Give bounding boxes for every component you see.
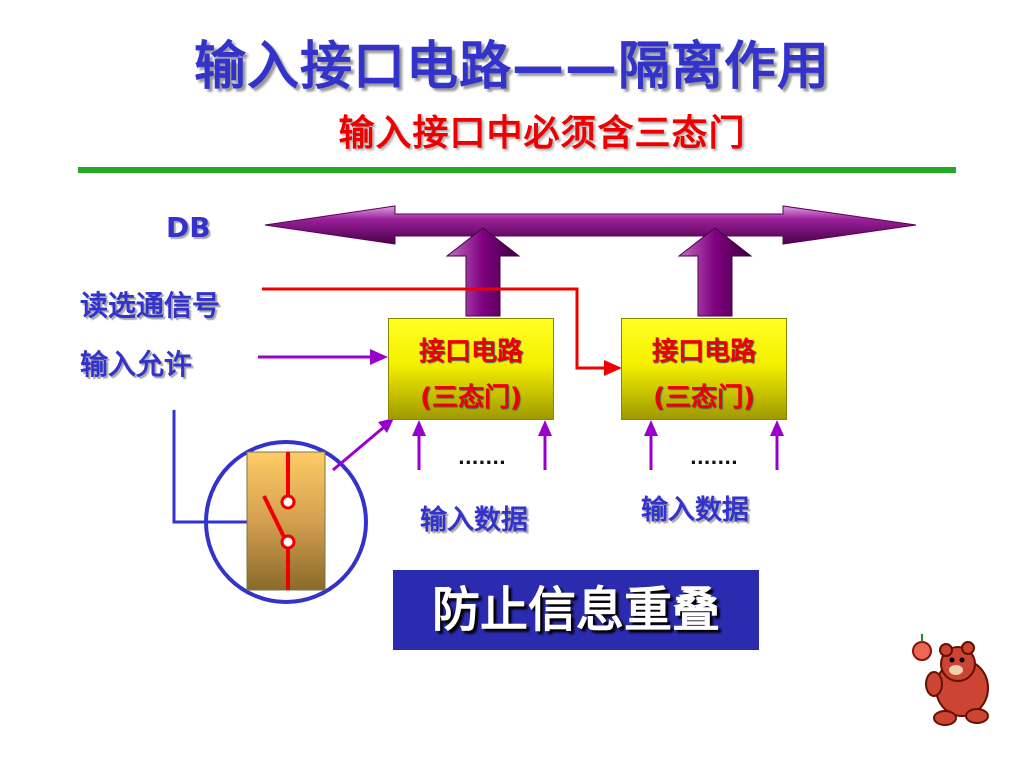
read-strobe-arrowhead: [604, 360, 622, 376]
interface-circuit-box-2: 接口电路 (三态门): [621, 318, 787, 420]
title-divider: [78, 167, 956, 173]
switch-to-box-arrowhead: [378, 418, 394, 433]
switch-to-box-line: [332, 425, 385, 472]
page-title: 输入接口电路——隔离作用: [193, 37, 830, 97]
box2-data-dots: .......: [690, 448, 738, 469]
switch-circle: [204, 440, 368, 604]
input-enable-label: 输入允许: [80, 348, 193, 381]
db-bus-arrow: [264, 205, 917, 245]
prevent-overlap-banner: 防止信息重叠: [393, 570, 759, 650]
box1-data-dots: .......: [458, 448, 506, 469]
box1-output-arrow: [445, 227, 521, 317]
read-strobe-label: 读选通信号: [80, 289, 221, 322]
switch-control-line: [172, 410, 262, 524]
box2-output-arrow: [677, 227, 753, 317]
page-subtitle: 输入接口中必须含三态门: [338, 113, 746, 154]
interface-circuit-box-1: 接口电路 (三态门): [388, 318, 554, 420]
box-title: 接口电路: [651, 337, 756, 367]
read-strobe-line: [262, 287, 606, 370]
box-subtitle: (三态门): [420, 383, 522, 413]
box-title: 接口电路: [418, 337, 523, 367]
db-bus-label: DB: [166, 211, 211, 244]
bear-mascot-icon: [912, 634, 989, 726]
box-subtitle: (三态门): [653, 383, 755, 413]
switch-lever: [262, 495, 286, 538]
box1-input-data-label: 输入数据: [420, 505, 528, 536]
input-enable-arrowhead: [370, 349, 388, 365]
box2-input-data-label: 输入数据: [641, 495, 749, 526]
